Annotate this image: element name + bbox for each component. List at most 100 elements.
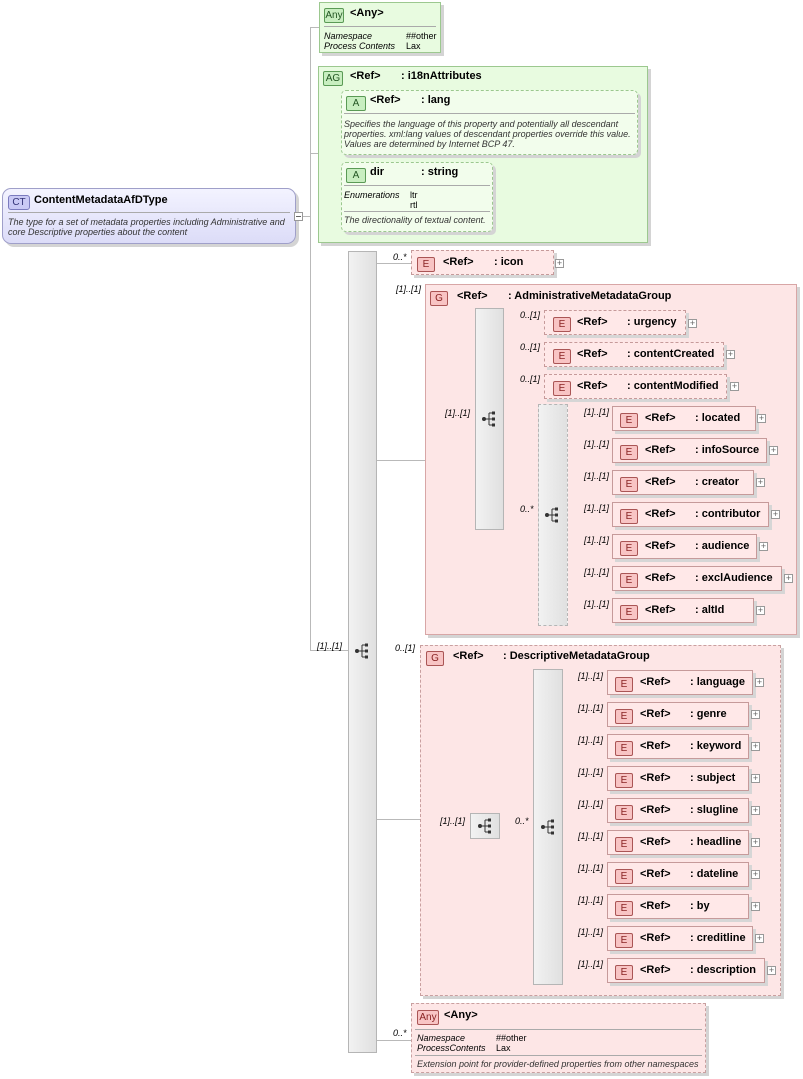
element-name: : dateline xyxy=(690,868,739,880)
element-info-source[interactable]: E <Ref> : infoSource xyxy=(612,438,767,463)
expand-icon[interactable]: + xyxy=(756,605,765,615)
desc-group-ref: <Ref> xyxy=(453,650,484,662)
expand-icon[interactable]: + xyxy=(751,709,760,719)
any-top-badge: Any xyxy=(324,8,344,23)
attribute-lang-doc: Specifies the language of this property … xyxy=(344,119,631,149)
any-top-title: <Any> xyxy=(350,7,384,19)
element-creditline[interactable]: E <Ref> : creditline xyxy=(607,926,753,951)
expand-icon[interactable]: + xyxy=(751,805,760,815)
element-genre[interactable]: E <Ref> : genre xyxy=(607,702,749,727)
attribute-group-badge: AG xyxy=(323,71,343,86)
admin-group-name: : AdministrativeMetadataGroup xyxy=(508,290,672,302)
element-keyword[interactable]: E <Ref> : keyword xyxy=(607,734,749,759)
element-ref: <Ref> xyxy=(640,900,671,912)
expand-icon[interactable]: + xyxy=(757,413,766,423)
language-occurrence: [1]..[1] xyxy=(578,671,604,681)
element-creator[interactable]: E <Ref> : creator xyxy=(612,470,754,495)
element-by[interactable]: E <Ref> : by xyxy=(607,894,749,919)
element-badge: E xyxy=(615,901,633,916)
expand-icon[interactable]: + xyxy=(755,677,764,687)
attribute-dir-badge: A xyxy=(346,168,366,183)
expand-icon[interactable]: + xyxy=(771,509,780,519)
element-name: : audience xyxy=(695,540,750,552)
admin-sequence-occurrence: [1]..[1] xyxy=(445,408,471,418)
element-ref: <Ref> xyxy=(645,540,676,552)
attribute-dir-box[interactable]: A dir : string Enumerations ltr rtl The … xyxy=(341,162,493,232)
any-bottom-namespace-label: Namespace xyxy=(417,1033,466,1043)
element-badge: E xyxy=(553,381,571,396)
any-bottom-badge: Any xyxy=(417,1010,439,1025)
any-top-box[interactable]: Any <Any> Namespace ##other Process Cont… xyxy=(319,2,441,53)
attribute-group-name: : i18nAttributes xyxy=(401,70,482,82)
collapse-toggle-icon[interactable] xyxy=(294,212,303,221)
urgency-occurrence: 0..[1] xyxy=(520,310,541,320)
element-name: : subject xyxy=(690,772,736,784)
sequence-icon xyxy=(545,507,558,523)
element-contributor[interactable]: E <Ref> : contributor xyxy=(612,502,769,527)
element-name: : infoSource xyxy=(695,444,760,456)
desc-sequence-occurrence: [1]..[1] xyxy=(440,816,466,826)
expand-icon[interactable]: + xyxy=(755,933,764,943)
expand-icon[interactable]: + xyxy=(555,258,564,268)
expand-icon[interactable]: + xyxy=(769,445,778,455)
description-occurrence: [1]..[1] xyxy=(578,959,604,969)
expand-icon[interactable]: + xyxy=(751,837,760,847)
content-created-occurrence: 0..[1] xyxy=(520,342,541,352)
expand-icon[interactable]: + xyxy=(751,741,760,751)
any-bottom-box[interactable]: Any <Any> Namespace ##other ProcessConte… xyxy=(411,1003,706,1073)
expand-icon[interactable]: + xyxy=(751,869,760,879)
element-content-created[interactable]: E <Ref> : contentCreated xyxy=(544,342,724,367)
attribute-dir-type: : string xyxy=(421,166,459,178)
any-bottom-occurrence: 0..* xyxy=(393,1028,407,1038)
element-description[interactable]: E <Ref> : description xyxy=(607,958,765,983)
expand-icon[interactable]: + xyxy=(756,477,765,487)
element-name: : by xyxy=(690,900,710,912)
element-alt-id[interactable]: E <Ref> : altId xyxy=(612,598,754,623)
attribute-dir-enum-label: Enumerations xyxy=(344,190,400,200)
element-ref: <Ref> xyxy=(645,508,676,520)
admin-choice-occurrence: 0..* xyxy=(520,504,534,514)
expand-icon[interactable]: + xyxy=(751,773,760,783)
expand-icon[interactable]: + xyxy=(751,901,760,911)
element-name: : exclAudience xyxy=(695,572,773,584)
genre-occurrence: [1]..[1] xyxy=(578,703,604,713)
expand-icon[interactable]: + xyxy=(767,965,776,975)
element-slugline[interactable]: E <Ref> : slugline xyxy=(607,798,749,823)
element-badge: E xyxy=(620,541,638,556)
element-name: : contentModified xyxy=(627,380,719,392)
element-language[interactable]: E <Ref> : language xyxy=(607,670,753,695)
any-bottom-doc: Extension point for provider-defined pro… xyxy=(417,1059,699,1069)
element-badge: E xyxy=(620,477,638,492)
expand-icon[interactable]: + xyxy=(726,349,735,359)
element-ref: <Ref> xyxy=(645,476,676,488)
element-headline[interactable]: E <Ref> : headline xyxy=(607,830,749,855)
complex-type-box[interactable]: CT ContentMetadataAfDType The type for a… xyxy=(2,188,296,244)
located-occurrence: [1]..[1] xyxy=(584,407,610,417)
any-top-process-label: Process Contents xyxy=(324,41,396,51)
element-excl-audience[interactable]: E <Ref> : exclAudience xyxy=(612,566,782,591)
expand-icon[interactable]: + xyxy=(784,573,793,583)
creator-occurrence: [1]..[1] xyxy=(584,471,610,481)
admin-group-occurrence: [1]..[1] xyxy=(396,284,422,294)
element-badge: E xyxy=(620,573,638,588)
element-dateline[interactable]: E <Ref> : dateline xyxy=(607,862,749,887)
expand-icon[interactable]: + xyxy=(759,541,768,551)
group-badge: G xyxy=(426,651,444,666)
headline-occurrence: [1]..[1] xyxy=(578,831,604,841)
expand-icon[interactable]: + xyxy=(688,318,697,328)
element-icon[interactable]: E <Ref> : icon xyxy=(411,250,554,275)
element-badge: E xyxy=(615,837,633,852)
content-modified-occurrence: 0..[1] xyxy=(520,374,541,384)
element-subject[interactable]: E <Ref> : subject xyxy=(607,766,749,791)
element-content-modified[interactable]: E <Ref> : contentModified xyxy=(544,374,727,399)
element-located[interactable]: E <Ref> : located xyxy=(612,406,756,431)
alt-id-occurrence: [1]..[1] xyxy=(584,599,610,609)
attribute-lang-box[interactable]: A <Ref> : lang Specifies the language of… xyxy=(341,90,638,155)
element-audience[interactable]: E <Ref> : audience xyxy=(612,534,757,559)
element-name: : language xyxy=(690,676,746,688)
expand-icon[interactable]: + xyxy=(730,381,739,391)
any-top-process-value: Lax xyxy=(406,41,421,51)
subject-occurrence: [1]..[1] xyxy=(578,767,604,777)
element-urgency[interactable]: E <Ref> : urgency xyxy=(544,310,686,335)
any-bottom-namespace-value: ##other xyxy=(496,1033,527,1043)
